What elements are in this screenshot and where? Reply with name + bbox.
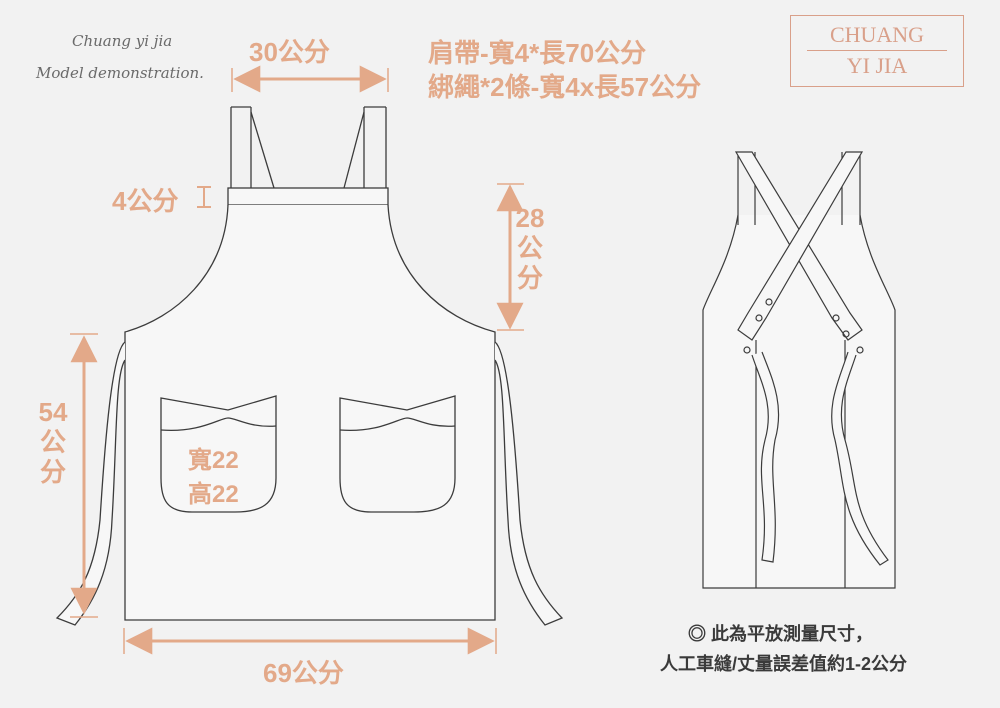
back-apron: [702, 151, 896, 589]
bib-height-value: 28: [515, 203, 545, 233]
pocket-width-label: 寬22: [188, 447, 239, 474]
front-apron: [55, 106, 564, 626]
strap-info-line1: 肩帶-寬4*長70公分: [428, 38, 647, 68]
bib-height-unit2: 分: [516, 262, 543, 293]
brand-logo: CHUANG YI JIA: [790, 15, 964, 87]
measurement-note-line1: ◎ 此為平放測量尺寸，: [688, 624, 873, 644]
top-width-label: 30公分: [249, 37, 330, 67]
bottom-width-label: 69公分: [263, 658, 344, 688]
body-length-unit1: 公: [39, 426, 66, 457]
logo-line1: CHUANG: [829, 22, 925, 47]
brand-script-line1: Chuang yi jia: [72, 32, 173, 50]
brand-script-line2: Model demonstration.: [36, 64, 204, 82]
body-length-label: 54 公 分: [33, 397, 73, 488]
bib-height-label: 28 公 分: [510, 203, 550, 294]
strap-width-marker: [197, 186, 211, 208]
strap-info-line2: 綁繩*2條-寬4x長57公分: [428, 72, 702, 102]
measurement-note-line2: 人工車縫/丈量誤差值約1-2公分: [660, 654, 908, 674]
pocket-height-label: 高22: [188, 481, 239, 508]
strap-width-label: 4公分: [112, 186, 179, 216]
logo-line2: YI JIA: [846, 53, 908, 78]
bib-height-unit1: 公: [516, 232, 543, 263]
logo-divider: [807, 50, 947, 51]
body-length-unit2: 分: [39, 456, 66, 487]
body-length-value: 54: [38, 397, 68, 427]
dimension-lines: [70, 65, 524, 655]
